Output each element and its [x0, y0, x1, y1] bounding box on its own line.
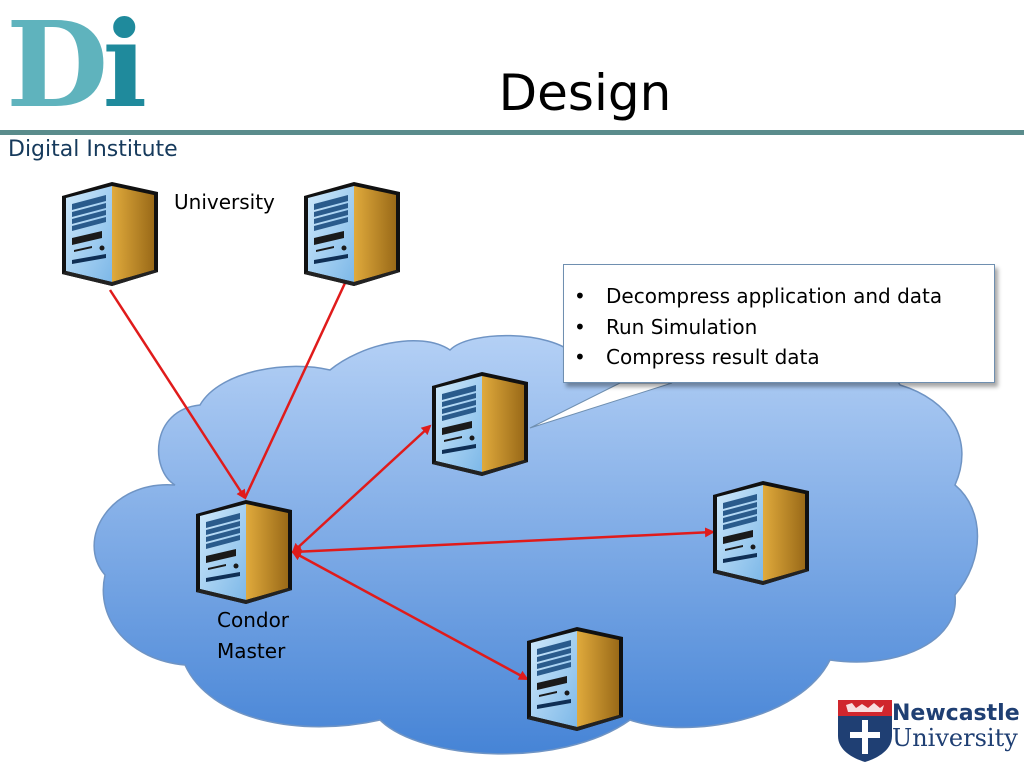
- bullet-icon: •: [574, 345, 586, 369]
- wordmark-line1: Newcastle: [892, 701, 1020, 726]
- server-icon: [304, 182, 400, 286]
- newcastle-university-wordmark: Newcastle University: [892, 701, 1020, 751]
- callout-item: •Run Simulation: [574, 312, 994, 343]
- callout-pointer: [529, 382, 673, 429]
- arrow-master-node-right: [291, 527, 715, 557]
- callout-list: •Decompress application and data •Run Si…: [564, 265, 994, 373]
- slide-title: Design: [498, 64, 672, 122]
- logo-subtitle: Digital Institute: [8, 137, 178, 162]
- di-logo: Di: [6, 0, 147, 134]
- callout-item: •Compress result data: [574, 342, 994, 373]
- arrow-master-to-university-right: [243, 266, 354, 499]
- server-icon: [527, 627, 623, 731]
- university-label: University: [174, 190, 275, 214]
- condor-label-line1: Condor: [217, 608, 290, 632]
- newcastle-university-logo: [838, 700, 1022, 762]
- title-divider: [0, 130, 1024, 135]
- bullet-icon: •: [574, 314, 586, 339]
- wordmark-line2: University: [892, 724, 1018, 752]
- condor-master-label: Condor Master: [217, 605, 289, 667]
- condor-label-line2: Master: [217, 639, 286, 663]
- server-icon: [713, 481, 809, 585]
- server-icon: [196, 500, 292, 604]
- bullet-icon: •: [574, 284, 586, 308]
- server-icon: [62, 182, 158, 286]
- callout-item: •Decompress application and data: [574, 281, 994, 312]
- callout-box: •Decompress application and data •Run Si…: [563, 264, 995, 383]
- server-icon: [432, 372, 528, 476]
- university-crest-icon: [838, 700, 892, 762]
- arrow-university-left-to-master: [108, 289, 247, 500]
- arrow-master-node-bottom: [291, 550, 529, 681]
